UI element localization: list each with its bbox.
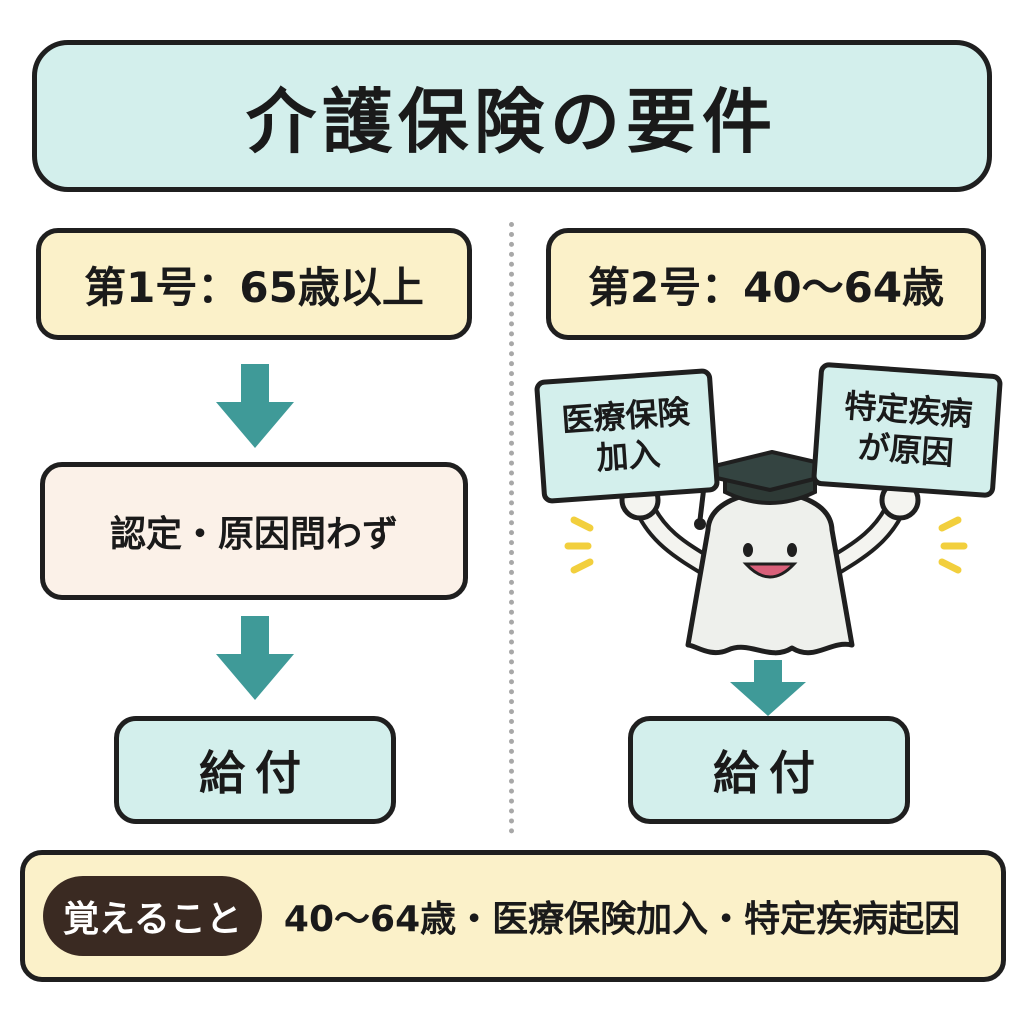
down-arrow-icon: [216, 364, 294, 448]
sparkle-icon: [938, 516, 968, 574]
category-1-label: 第1号：65歳以上: [36, 228, 472, 340]
sparkle-icon: [564, 516, 594, 574]
condition-box: 認定・原因問わず: [40, 462, 468, 600]
down-arrow-icon: [216, 616, 294, 700]
category-2-label: 第2号：40～64歳: [546, 228, 986, 340]
down-arrow-icon: [730, 660, 806, 716]
benefit-box-left: 給付: [114, 716, 396, 824]
sign-specified-disease: 特定疾病 が原因: [810, 361, 1004, 499]
summary-text: 40～64歳・医療保険加入・特定疾病起因: [283, 899, 961, 940]
summary-badge: 覚えること: [43, 876, 262, 956]
summary-box: 覚えること 40～64歳・医療保険加入・特定疾病起因: [20, 850, 1006, 982]
column-divider: [509, 222, 514, 834]
sign-medical-insurance: 医療保険 加入: [533, 367, 721, 505]
benefit-box-right: 給付: [628, 716, 910, 824]
sign-line: 加入: [595, 434, 662, 478]
sign-line: が原因: [856, 427, 955, 473]
page-title: 介護保険の要件: [32, 40, 992, 192]
sign-line: 医療保険: [560, 392, 691, 440]
